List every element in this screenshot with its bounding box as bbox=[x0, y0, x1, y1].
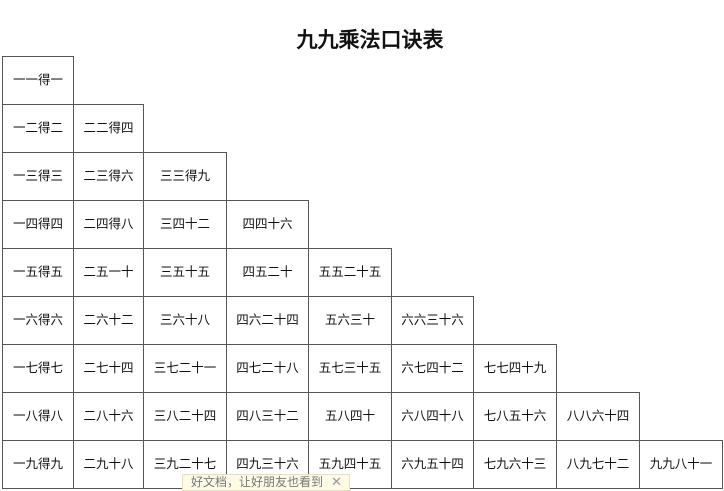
table-cell: 一九得九 bbox=[2, 440, 74, 489]
table-cell: 九九八十一 bbox=[639, 440, 723, 489]
table-cell: 五七三十五 bbox=[308, 344, 392, 393]
table-cell: 六六三十六 bbox=[391, 296, 474, 345]
table-cell: 七八五十六 bbox=[473, 392, 557, 441]
table-cell: 二八十六 bbox=[73, 392, 144, 441]
table-cell: 四五二十 bbox=[226, 248, 309, 297]
table-cell: 七九六十三 bbox=[473, 440, 557, 489]
table-cell: 一一得一 bbox=[2, 56, 74, 105]
table-cell: 五八四十 bbox=[308, 392, 392, 441]
table-cell: 三八二十四 bbox=[143, 392, 227, 441]
table-cell: 八九七十二 bbox=[556, 440, 640, 489]
table-cell: 七七四十九 bbox=[473, 344, 557, 393]
table-cell: 一四得四 bbox=[2, 200, 74, 249]
close-icon[interactable]: ✕ bbox=[331, 475, 342, 490]
table-cell: 一五得五 bbox=[2, 248, 74, 297]
table-cell: 二二得四 bbox=[73, 104, 144, 153]
table-cell: 二五一十 bbox=[73, 248, 144, 297]
share-toast: 好文档，让好朋友也看到 ✕ bbox=[182, 474, 350, 491]
table-cell: 二六十二 bbox=[73, 296, 144, 345]
table-cell: 四八三十二 bbox=[226, 392, 309, 441]
table-cell: 二三得六 bbox=[73, 152, 144, 201]
table-cell: 三四十二 bbox=[143, 200, 227, 249]
table-cell: 六九五十四 bbox=[391, 440, 474, 489]
table-cell: 三七二十一 bbox=[143, 344, 227, 393]
table-cell: 六七四十二 bbox=[391, 344, 474, 393]
table-cell: 三三得九 bbox=[143, 152, 227, 201]
table-cell: 六八四十八 bbox=[391, 392, 474, 441]
toast-text: 好文档，让好朋友也看到 bbox=[191, 475, 324, 489]
table-cell: 四四十六 bbox=[226, 200, 309, 249]
table-cell: 一七得七 bbox=[2, 344, 74, 393]
table-cell: 一六得六 bbox=[2, 296, 74, 345]
table-cell: 八八六十四 bbox=[556, 392, 640, 441]
table-cell: 五五二十五 bbox=[308, 248, 392, 297]
table-cell: 四七二十八 bbox=[226, 344, 309, 393]
table-cell: 二七十四 bbox=[73, 344, 144, 393]
table-cell: 五六三十 bbox=[308, 296, 392, 345]
table-cell: 二四得八 bbox=[73, 200, 144, 249]
table-cell: 一三得三 bbox=[2, 152, 74, 201]
table-cell: 三五十五 bbox=[143, 248, 227, 297]
page-title: 九九乘法口诀表 bbox=[296, 28, 444, 52]
table-cell: 三六十八 bbox=[143, 296, 227, 345]
table-cell: 一二得二 bbox=[2, 104, 74, 153]
table-cell: 四六二十四 bbox=[226, 296, 309, 345]
table-cell: 一八得八 bbox=[2, 392, 74, 441]
table-cell: 二九十八 bbox=[73, 440, 144, 489]
